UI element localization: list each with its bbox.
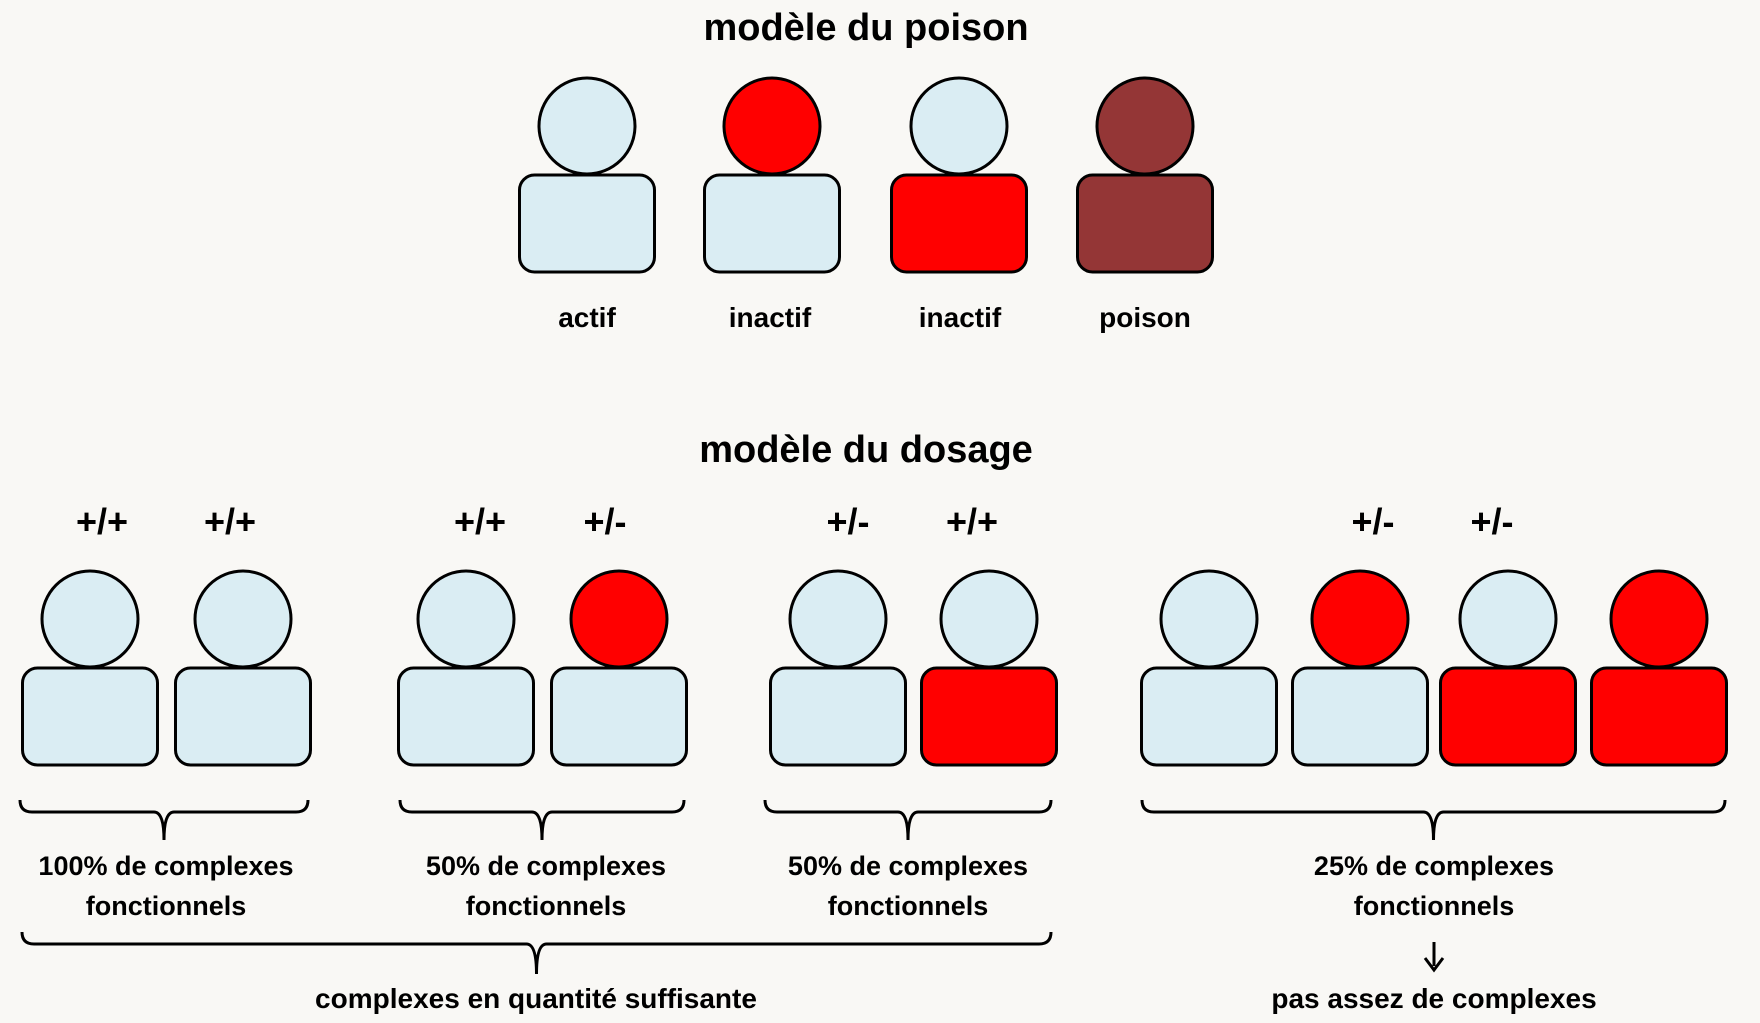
genotype-label: +/- [1470,501,1514,542]
conclusion-insufficient: pas assez de complexes [1271,983,1597,1014]
group-brace [398,799,686,841]
subunit-body [550,666,688,767]
genotype-label: +/- [826,501,870,542]
subunit-head [909,76,1009,176]
group-caption: 100% de complexes fonctionnels [38,851,294,921]
poison-unit-label: poison [1099,302,1191,333]
subunit-head [1310,569,1410,669]
subunit-body [21,666,159,767]
subunit-body [1140,666,1278,767]
subunit-head [788,569,888,669]
group-caption: 50% de complexes fonctionnels [425,851,667,921]
subunit-body [769,666,907,767]
subunit-body [1590,666,1728,767]
subunit-head [939,569,1039,669]
subunit-head [1159,569,1259,669]
poison-unit-label: actif [558,302,616,333]
conclusion-sufficient: complexes en quantité suffisante [315,983,757,1014]
subunit-body [920,666,1058,767]
subunit-head [537,76,637,176]
genotype-label: +/- [583,501,627,542]
genotype-label: +/- [1351,501,1395,542]
subunit-head [193,569,293,669]
subunit-head [569,569,669,669]
group-brace [763,799,1053,841]
subunit-body [890,173,1028,274]
group-brace [1140,799,1727,841]
group-brace [18,799,310,841]
poison-unit-label: inactif [728,302,812,333]
subunit-body [1439,666,1577,767]
subunit-body [397,666,535,767]
group-caption: 25% de complexes fonctionnels [1313,851,1555,921]
subunit-head [1458,569,1558,669]
genotype-label: +/+ [945,501,999,542]
subunit-body [1076,173,1214,274]
subunit-head [416,569,516,669]
down-arrow-head [1423,957,1445,973]
genotype-label: +/+ [75,501,129,542]
subunit-head [1609,569,1709,669]
subunit-body [1291,666,1429,767]
subunit-head [40,569,140,669]
subunit-body [518,173,656,274]
subunit-head [1095,76,1195,176]
poison-model-title: modèle du poison [703,7,1029,49]
subunit-body [174,666,312,767]
genotype-label: +/+ [203,501,257,542]
genotype-label: +/+ [453,501,507,542]
subunit-body [703,173,841,274]
subunit-head [722,76,822,176]
group-caption: 50% de complexes fonctionnels [787,851,1029,921]
dosage-model-title: modèle du dosage [699,429,1033,471]
sufficient-brace [20,931,1053,975]
poison-unit-label: inactif [918,302,1002,333]
